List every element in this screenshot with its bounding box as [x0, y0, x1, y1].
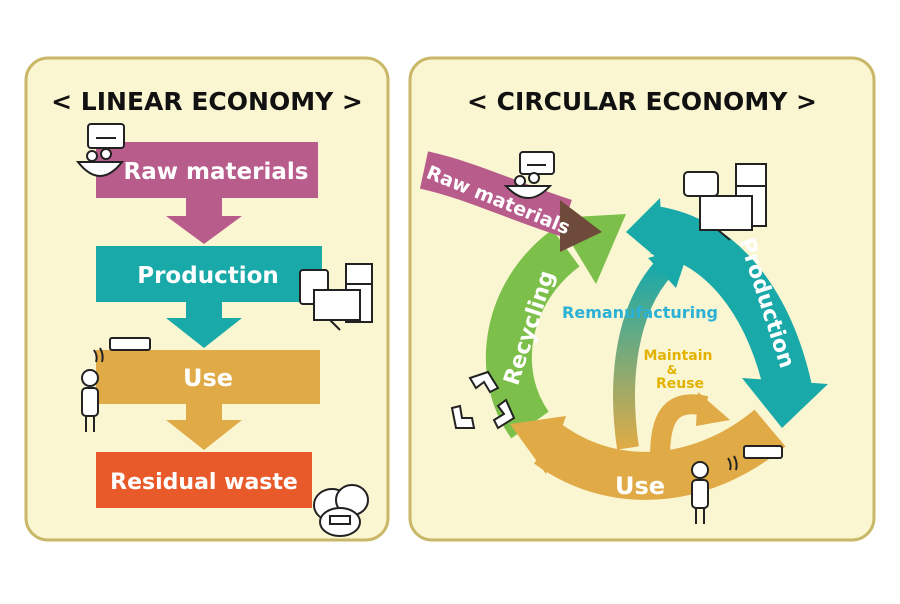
raw-materials-bowl-icon — [75, 123, 125, 177]
circular-person-icon — [691, 461, 709, 524]
person-icon — [81, 369, 99, 432]
use-arrowhead — [510, 416, 566, 474]
production-arc — [649, 206, 812, 394]
ampersand-label: & — [667, 363, 677, 377]
remanufacturing-label: Remanufacturing — [562, 303, 718, 322]
linear-economy-panel: < LINEAR ECONOMY > Raw materials Product… — [24, 56, 390, 542]
linear-stage-residual-waste-label: Residual waste — [110, 470, 298, 495]
linear-stage-use-label: Use — [183, 364, 233, 392]
circular-air-conditioner-icon — [727, 445, 783, 471]
linear-stage-residual-waste — [96, 452, 312, 508]
air-conditioner-icon — [93, 337, 151, 363]
linear-stage-raw-materials-label: Raw materials — [124, 159, 309, 185]
appliances-icon — [299, 263, 373, 331]
remanufacturing-arrow — [613, 260, 673, 450]
maintain-label: Maintain — [643, 348, 712, 364]
circular-raw-materials-arrow — [419, 151, 572, 237]
circular-raw-materials-bowl-icon — [503, 151, 555, 199]
recycle-icon — [450, 370, 516, 430]
linear-stage-production-label: Production — [137, 263, 279, 289]
maintain-reuse-arrowhead — [696, 392, 730, 426]
linear-stage-production — [96, 246, 322, 302]
circular-economy-panel: < CIRCULAR ECONOMY > Raw materials Recyc… — [408, 56, 876, 542]
linear-arrow-raw-to-production — [166, 196, 242, 244]
circular-raw-materials-arrowhead — [560, 200, 602, 252]
garbage-bags-icon — [313, 484, 369, 537]
circular-title: < CIRCULAR ECONOMY > — [467, 87, 817, 116]
remanufacturing-arrowhead — [648, 246, 690, 288]
use-label: Use — [615, 472, 665, 500]
linear-stage-use — [96, 350, 320, 404]
linear-arrow-use-to-waste — [166, 402, 242, 450]
linear-stage-raw-materials — [96, 142, 318, 198]
production-arc-start — [626, 198, 664, 264]
recycling-arc — [485, 229, 581, 439]
production-arrowhead — [742, 378, 828, 428]
linear-arrow-production-to-use — [166, 300, 242, 348]
circular-appliances-icon — [683, 163, 767, 241]
linear-title: < LINEAR ECONOMY > — [51, 87, 363, 116]
maintain-reuse-arrow — [650, 394, 709, 459]
reuse-label: Reuse — [656, 376, 704, 392]
